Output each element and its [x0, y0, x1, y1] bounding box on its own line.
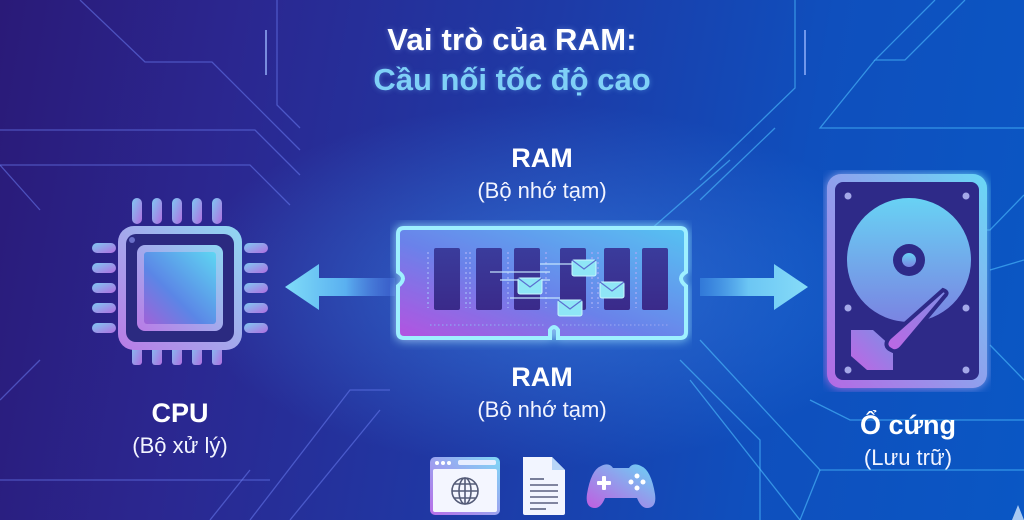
page-title: Vai trò của RAM: Cầu nối tốc độ cao: [0, 22, 1024, 98]
title-line-1: Vai trò của RAM:: [387, 22, 637, 57]
document-icon: [523, 457, 565, 515]
ram-label-top: RAM (Bộ nhớ tạm): [412, 143, 672, 204]
storage-description: (Lưu trữ): [863, 445, 953, 470]
ram-module-icon: [396, 226, 688, 340]
ram-name: RAM: [511, 362, 573, 392]
ram-description: (Bộ nhớ tạm): [477, 178, 607, 203]
title-line-2: Cầu nối tốc độ cao: [373, 62, 651, 97]
browser-globe-icon: [430, 457, 500, 515]
cpu-chip-icon: [92, 198, 268, 365]
cpu-description: (Bộ xử lý): [132, 433, 228, 458]
hard-drive-icon: [827, 174, 987, 388]
ram-label-bottom: RAM (Bộ nhớ tạm): [412, 362, 672, 423]
arrow-right-icon: [700, 264, 808, 310]
arrow-left-icon: [285, 264, 395, 310]
gamepad-icon: [586, 464, 656, 508]
cpu-name: CPU: [151, 398, 209, 428]
ram-description: (Bộ nhớ tạm): [477, 397, 607, 422]
cpu-label: CPU (Bộ xử lý): [80, 398, 280, 459]
storage-label: Ổ cứng (Lưu trữ): [808, 410, 1008, 471]
storage-name: Ổ cứng: [859, 410, 957, 440]
ram-name: RAM: [511, 143, 573, 173]
